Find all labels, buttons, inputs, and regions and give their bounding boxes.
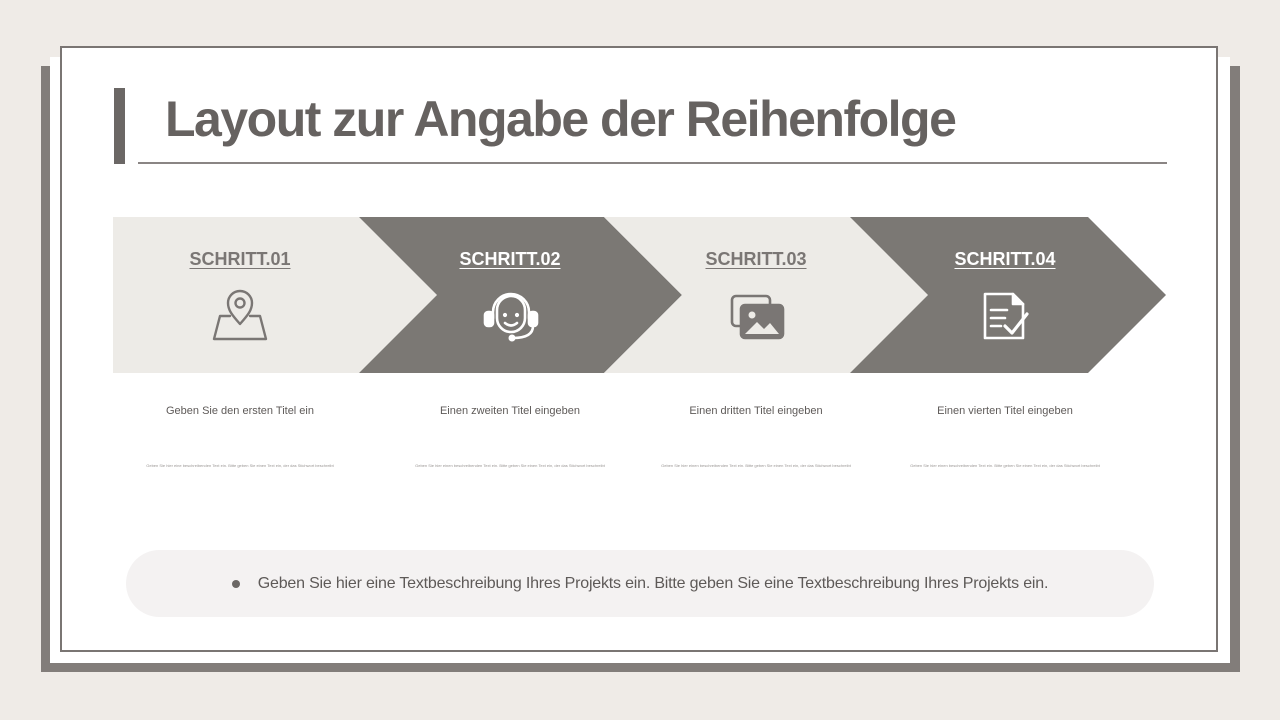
step-04-title: Einen vierten Titel eingeben: [937, 405, 1073, 417]
step-04-label: SCHRITT.04: [954, 249, 1056, 269]
step-01-label: SCHRITT.01: [189, 249, 291, 269]
step-01-title: Geben Sie den ersten Titel ein: [166, 405, 314, 417]
step-04-description: Geben Sie hier einen beschreibenden Text…: [910, 463, 1100, 468]
step-02-description: Geben Sie hier einen beschreibenden Text…: [415, 463, 605, 468]
summary-text: Geben Sie hier eine Textbeschreibung Ihr…: [257, 574, 1049, 592]
bullet-icon: [231, 579, 240, 588]
step-01-shape: [113, 217, 437, 373]
step-02-shape: [359, 217, 682, 373]
image-gallery-icon: [730, 294, 785, 340]
title-accent-bar: [114, 88, 125, 164]
title-underline: [138, 162, 1167, 164]
page-title: Layout zur Angabe der Reihenfolge: [165, 91, 957, 147]
headset-support-icon: [483, 292, 539, 342]
step-01-description: Geben Sie hier eine beschreibenden Text …: [146, 463, 334, 468]
step-02-label: SCHRITT.02: [459, 249, 561, 269]
summary-box: Geben Sie hier eine Textbeschreibung Ihr…: [126, 550, 1154, 617]
step-02-title: Einen zweiten Titel eingeben: [439, 405, 581, 417]
step-03-description: Geben Sie hier einen beschreibenden Text…: [661, 463, 851, 468]
map-pin-icon: [212, 289, 268, 341]
step-03-label: SCHRITT.03: [705, 249, 807, 269]
step-03-title: Einen dritten Titel eingeben: [689, 405, 823, 417]
document-check-icon: [983, 292, 1029, 340]
